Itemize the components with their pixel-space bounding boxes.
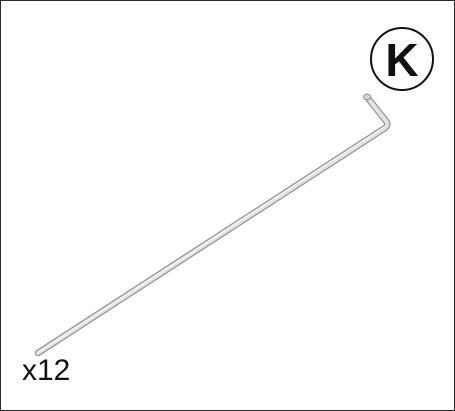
part-letter: K bbox=[385, 33, 419, 86]
part-letter-badge: K bbox=[370, 27, 434, 91]
allen-key-icon bbox=[34, 93, 391, 357]
quantity-label: x12 bbox=[22, 354, 71, 387]
